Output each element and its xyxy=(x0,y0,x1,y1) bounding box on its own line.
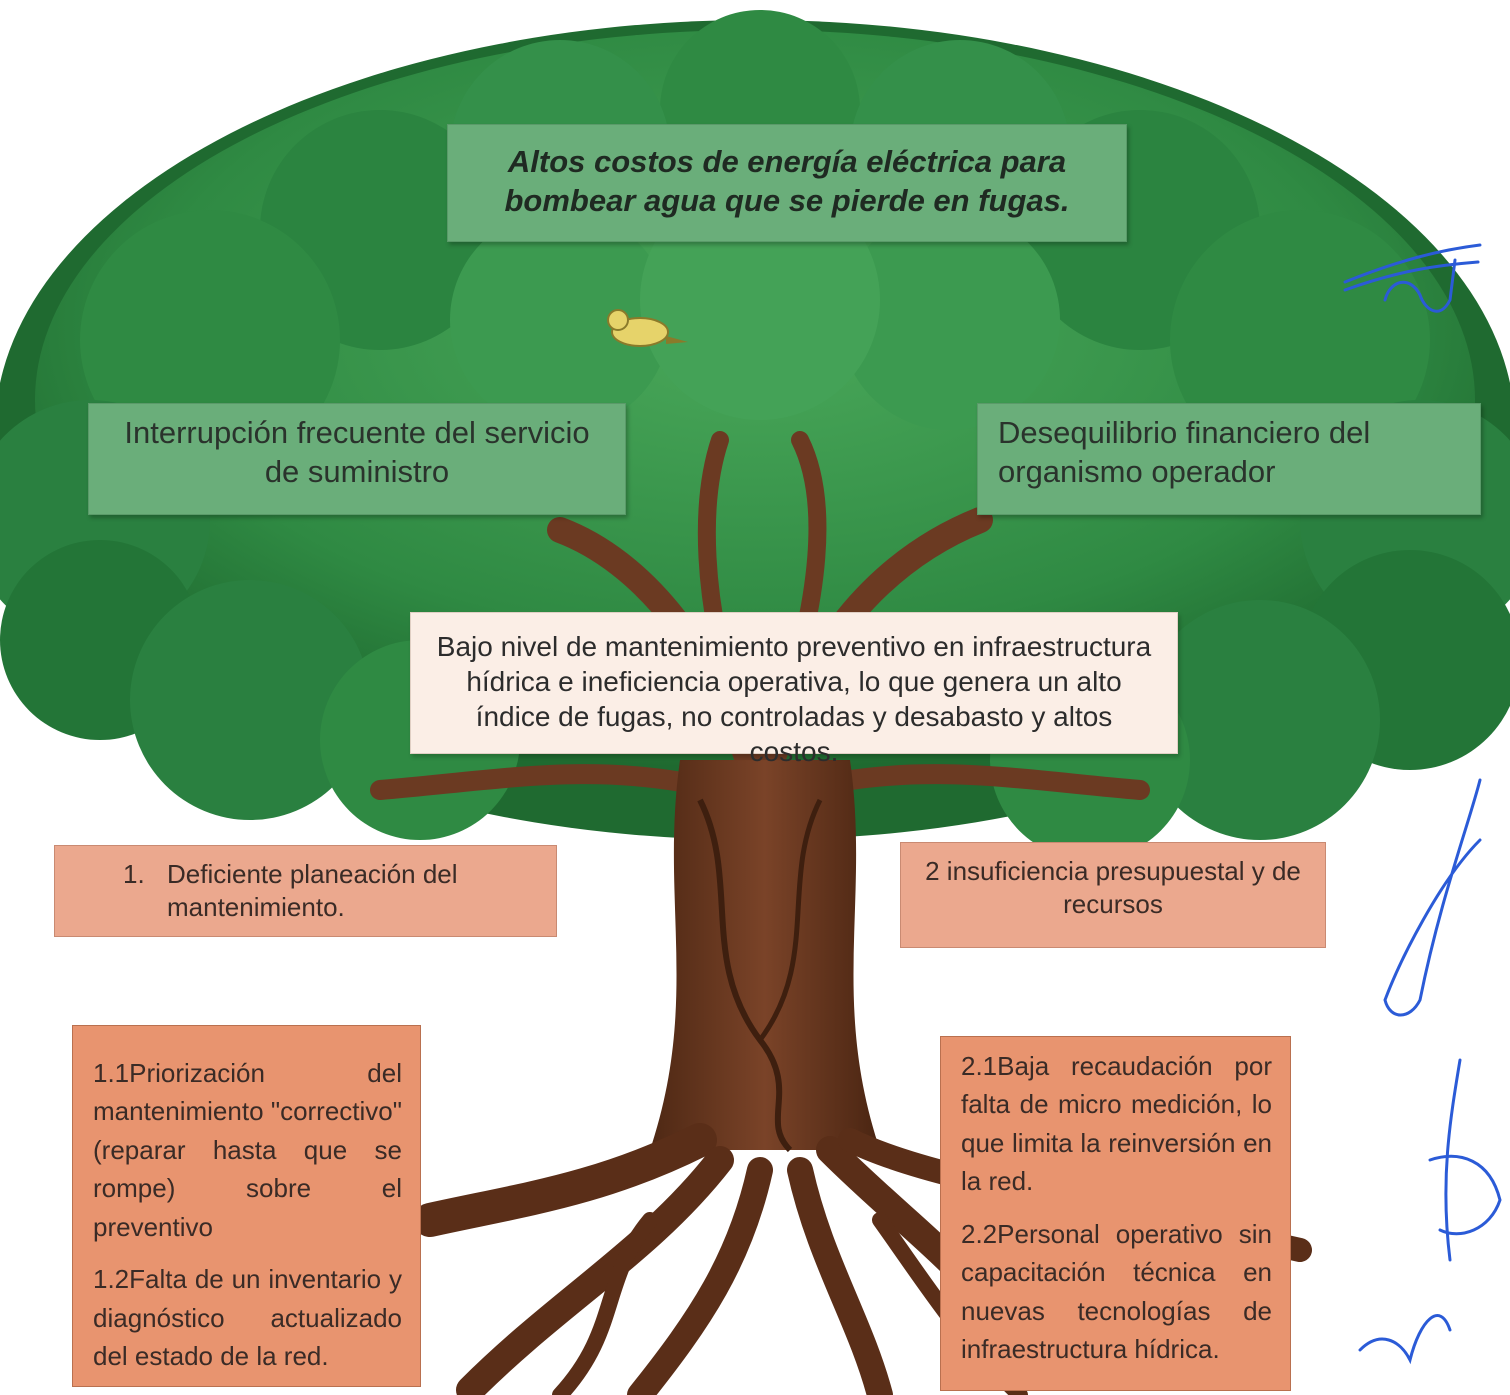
subcause-2-1-text: 2.1Baja recaudación por falta de micro m… xyxy=(961,1051,1272,1197)
central-problem-text: Bajo nivel de mantenimiento preventivo e… xyxy=(436,631,1152,767)
subcause-2-2-text: 2.2Personal operativo sin capacitación t… xyxy=(961,1218,1272,1365)
effect-right-text: Desequilibrio financiero del organismo o… xyxy=(998,415,1371,489)
signature-marks xyxy=(1343,243,1502,1365)
effect-right-box: Desequilibrio financiero del organismo o… xyxy=(977,403,1481,515)
subcause-1-2-text: 1.2Falta de un inventario y diagnóstico … xyxy=(93,1264,402,1372)
cause-1-number: 1. xyxy=(123,859,145,889)
main-effect-text: Altos costos de energía eléctrica para b… xyxy=(504,144,1070,218)
main-effect-box: Altos costos de energía eléctrica para b… xyxy=(447,124,1127,242)
cause-2-box: 2 insuficiencia presupuestal y de recurs… xyxy=(900,842,1326,948)
effect-left-text: Interrupción frecuente del servicio de s… xyxy=(124,415,590,489)
tree-trunk xyxy=(650,760,880,1153)
cause-1-box: 1. Deficiente planeación del mantenimien… xyxy=(54,845,557,937)
cause-1-text: Deficiente planeación del mantenimiento. xyxy=(167,859,458,922)
subcause-1-1-text: 1.1Priorización del mantenimiento "corre… xyxy=(93,1058,402,1242)
effect-left-box: Interrupción frecuente del servicio de s… xyxy=(88,403,626,515)
bird-icon xyxy=(607,309,688,347)
subcauses-2-box: 2.1Baja recaudación por falta de micro m… xyxy=(940,1036,1291,1391)
cause-2-text: 2 insuficiencia presupuestal y de recurs… xyxy=(925,856,1301,919)
subcauses-1-box: 1.1Priorización del mantenimiento "corre… xyxy=(72,1025,421,1387)
central-problem-box: Bajo nivel de mantenimiento preventivo e… xyxy=(410,612,1178,767)
